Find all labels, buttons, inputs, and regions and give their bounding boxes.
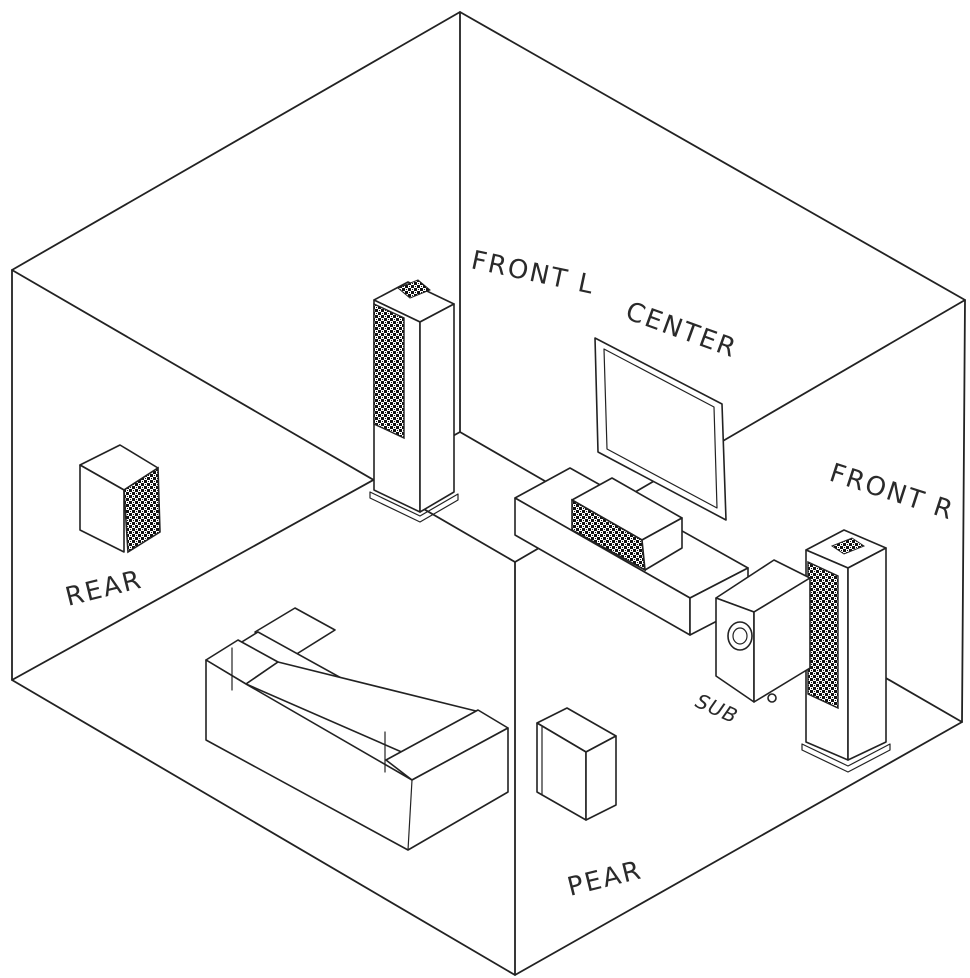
- ceiling-front-left-edge: [11, 269, 516, 563]
- front-left-speaker: [369, 279, 459, 523]
- front-r-label: FRONT R: [826, 458, 958, 526]
- sofa: [205, 607, 509, 851]
- rear-right-speaker: [536, 707, 617, 821]
- center-speaker: [571, 477, 683, 572]
- subwoofer: [715, 559, 811, 703]
- rear-left-label: REAR: [62, 565, 145, 613]
- tv-screen: [594, 337, 727, 521]
- front-l-label: FRONT L: [469, 246, 598, 301]
- sub-label: SUB: [692, 689, 742, 729]
- front-right-speaker: [801, 529, 891, 773]
- center-label: CENTER: [622, 296, 742, 364]
- rear-right-label: PEAR: [564, 855, 645, 902]
- rear-left-speaker: [79, 444, 161, 554]
